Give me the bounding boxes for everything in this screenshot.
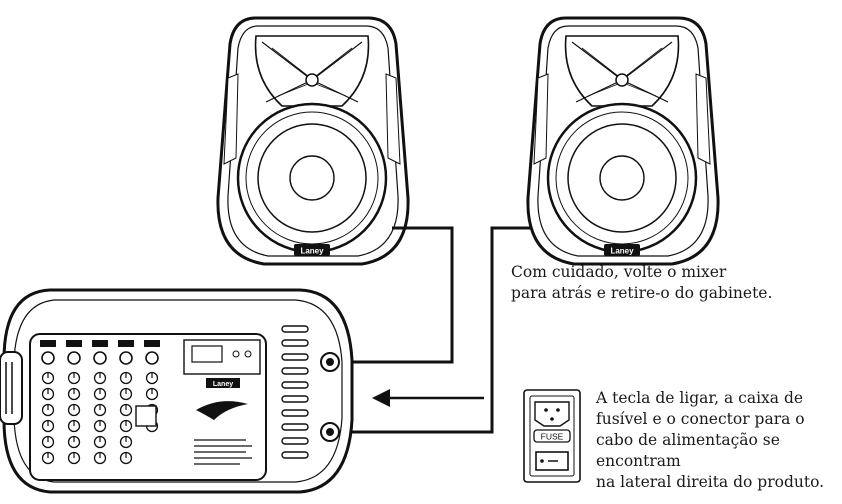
mixer-brand: Laney [213, 381, 233, 388]
caption-line: cabo de alimentação se [596, 431, 780, 449]
caption-line: na lateral direita do produto. [596, 473, 825, 491]
cable-left-speaker [344, 226, 454, 364]
fuse-panel: FUSE [523, 389, 581, 483]
caption-line: Com cuidado, volte o mixer [511, 263, 727, 281]
mixer-vents [281, 325, 309, 459]
speaker-left-brand: Laney [300, 247, 324, 256]
caption-line: encontram [596, 452, 681, 470]
channel-header [118, 340, 134, 347]
channel-header [144, 340, 160, 347]
speaker-right: Laney [526, 16, 720, 266]
channel-header [66, 340, 82, 347]
speaker-left: Laney [216, 16, 410, 266]
channel-input-jack [41, 351, 55, 365]
direction-arrow [372, 389, 484, 407]
mixer-side-handle [0, 351, 23, 425]
channel-input-jack [119, 351, 133, 365]
mixer-speaker-output-bottom [320, 422, 340, 442]
caption-power-location: A tecla de ligar, a caixa de fusível e o… [596, 388, 824, 493]
cable-right-speaker [344, 226, 532, 434]
channel-input-jack [67, 351, 81, 365]
speaker-right-brand: Laney [610, 247, 634, 256]
caption-line: fusível e o conector para o [596, 410, 805, 428]
fuse-holder [533, 429, 571, 443]
power-inlet [534, 401, 570, 427]
caption-line: A tecla de ligar, a caixa de [596, 389, 804, 407]
channel-input-jack [93, 351, 107, 365]
mixer-display [135, 405, 157, 427]
fuse-label: FUSE [541, 432, 564, 442]
mixer-speaker-output-top [320, 352, 340, 372]
channel-header [40, 340, 56, 347]
mixer-info-plate [194, 439, 252, 465]
mixer-cabinet: Laney [0, 288, 354, 494]
channel-input-jack [145, 351, 159, 365]
channel-header [92, 340, 108, 347]
mixer-logo [196, 401, 248, 420]
caption-line: para atrás e retire-o do gabinete. [511, 284, 773, 302]
caption-remove-mixer: Com cuidado, volte o mixer para atrás e … [511, 262, 772, 304]
